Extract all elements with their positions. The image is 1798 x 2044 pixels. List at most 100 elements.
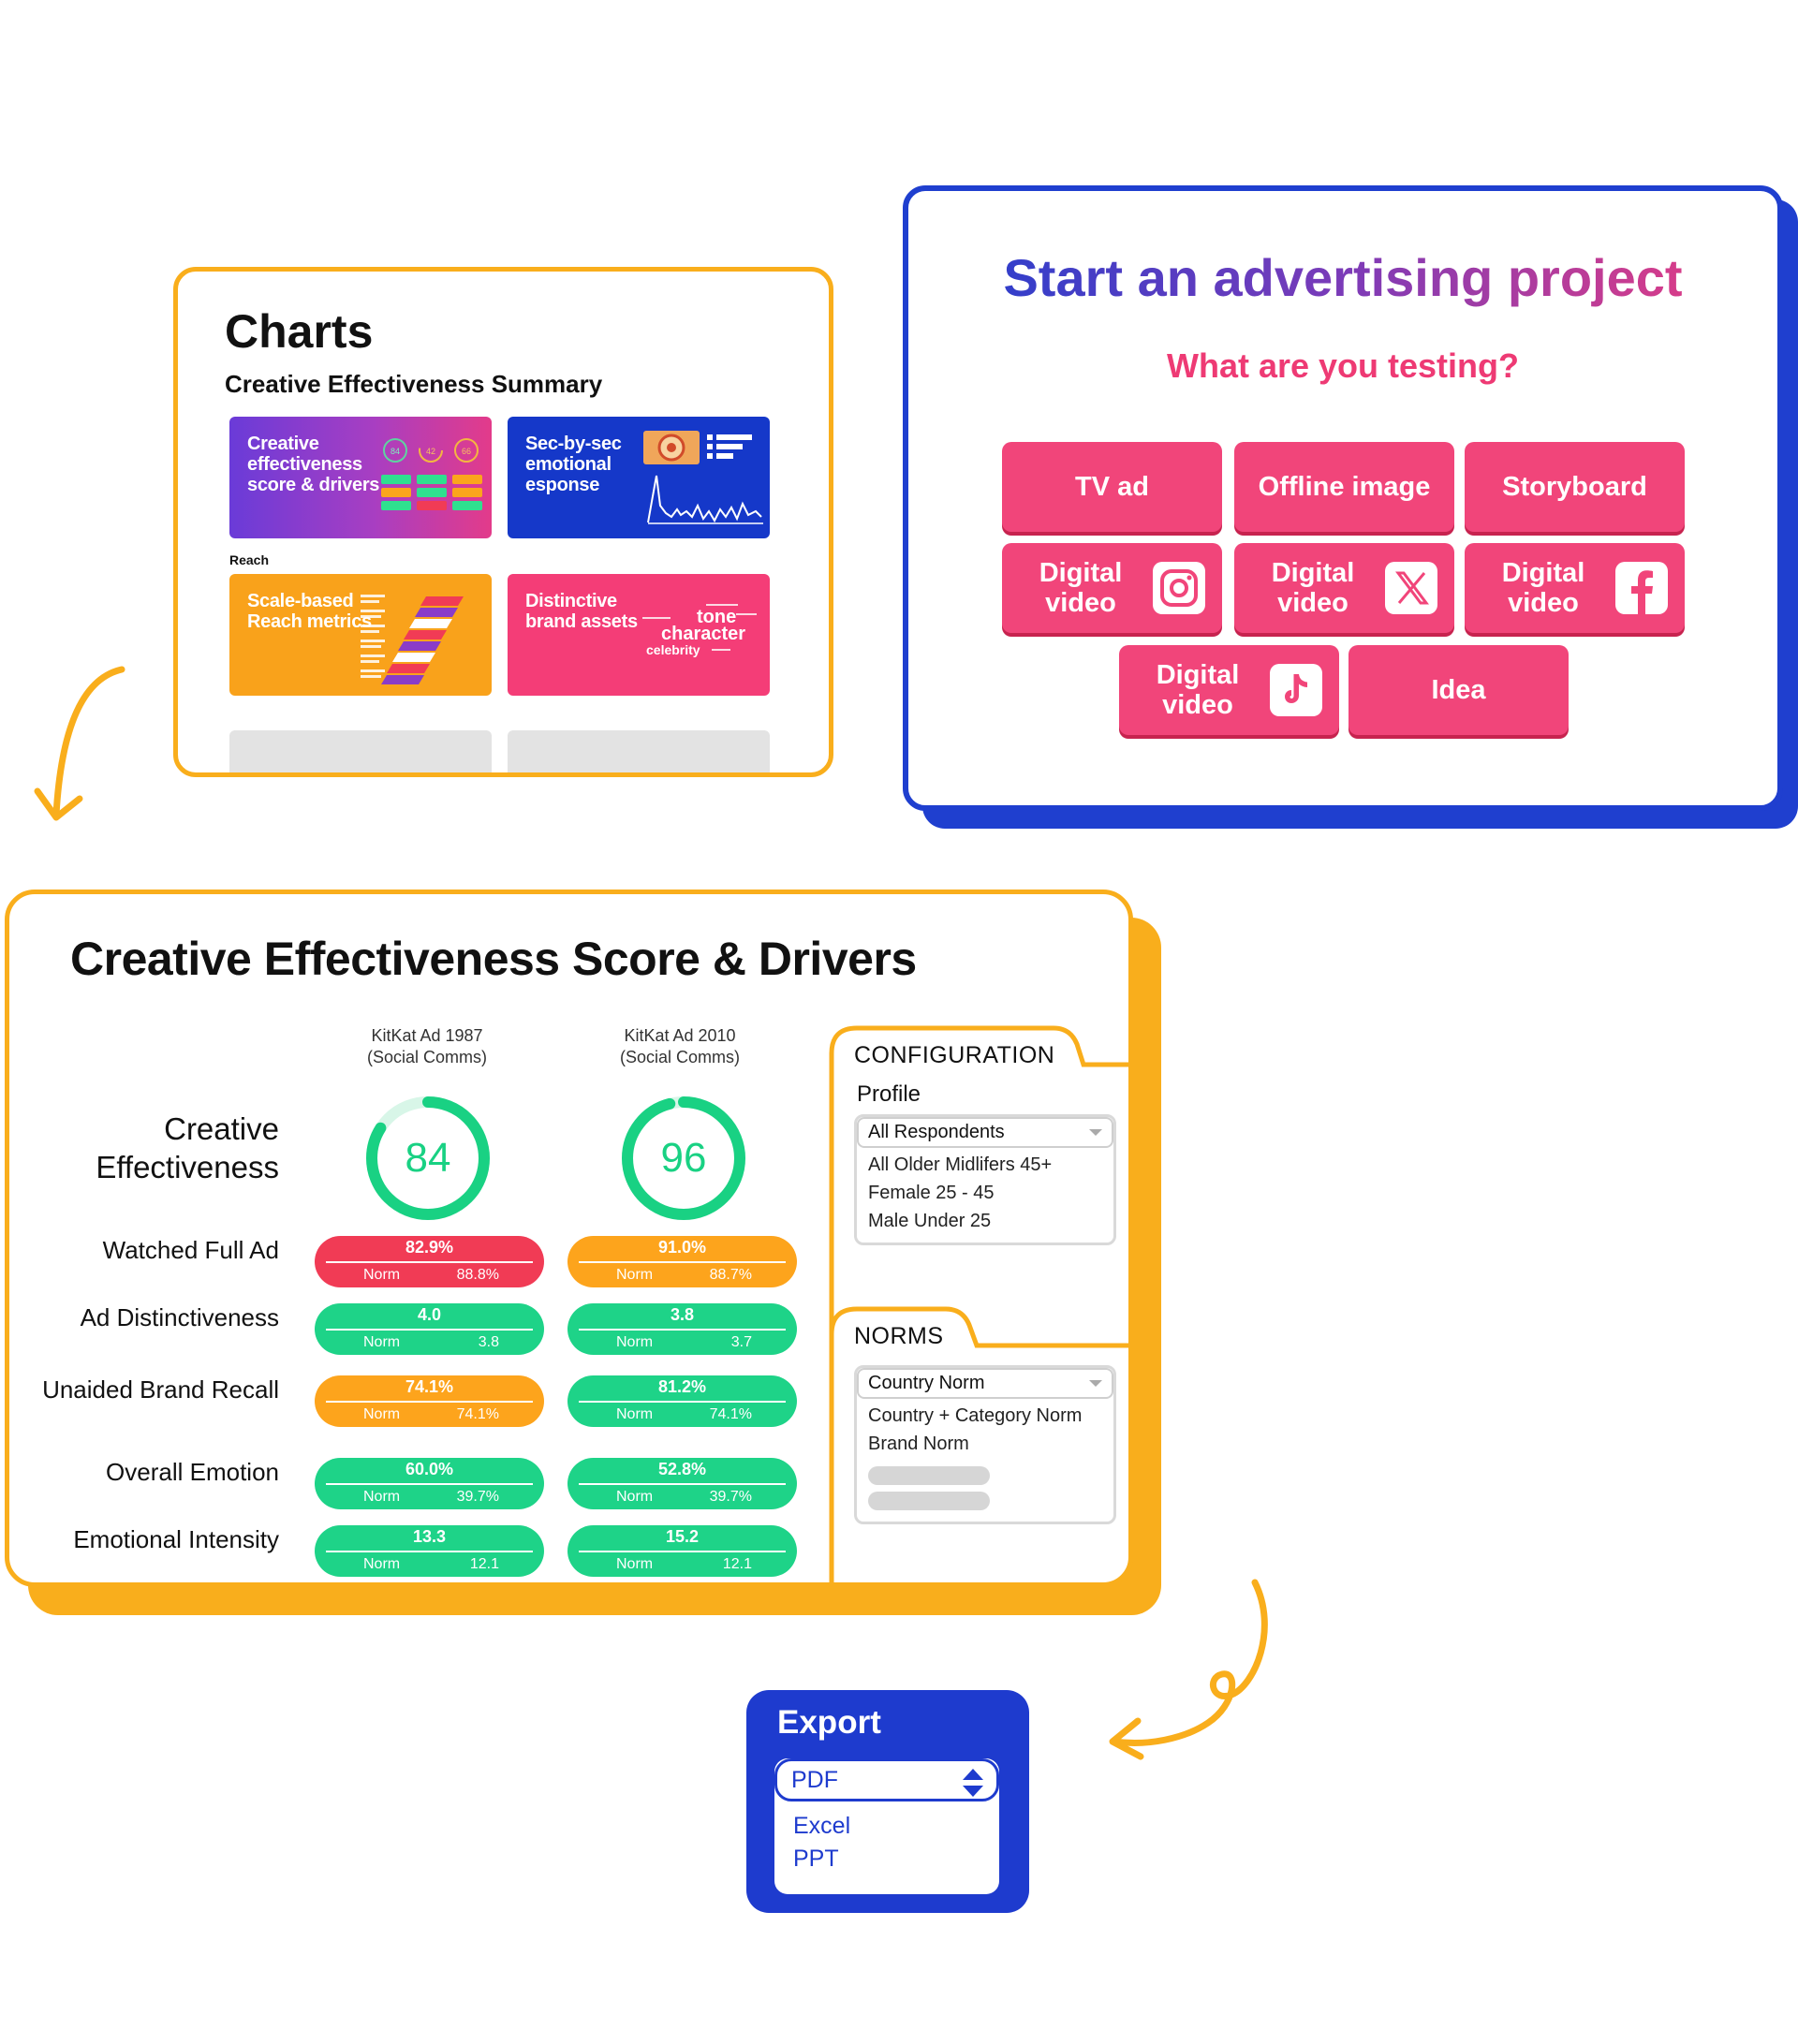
reach-bars-icon (361, 595, 464, 684)
norm-label: Norm (363, 1334, 401, 1350)
tile-scale-based-reach[interactable]: Scale-based Reach metrics (229, 574, 492, 696)
bar-divider (579, 1551, 786, 1552)
digital-video-instagram-button[interactable]: Digital video (1002, 543, 1222, 633)
metric-value: 13.3 (412, 1527, 447, 1546)
button-label: Digital video (1271, 558, 1355, 618)
score-value: 84 (405, 1135, 451, 1181)
norm-value: 88.7% (709, 1267, 752, 1283)
norm-value: 74.1% (456, 1406, 499, 1422)
profile-selected-value: All Respondents (868, 1122, 1005, 1142)
tile-creative-effectiveness[interactable]: Creative effectiveness score & drivers 8… (229, 417, 492, 538)
ring-arc (366, 1096, 490, 1220)
digital-video-facebook-button[interactable]: Digital video (1465, 543, 1685, 633)
scores-title: Creative Effectiveness Score & Drivers (70, 933, 917, 985)
norms-listbox[interactable]: Country Norm Country + Category Norm Bra… (854, 1365, 1116, 1524)
instagram-icon (1153, 562, 1205, 614)
button-label: Digital video (1039, 558, 1123, 618)
digital-video-x-button[interactable]: Digital video (1234, 543, 1454, 633)
export-card: Export PDF Excel PPT (746, 1690, 1029, 1913)
curved-arrow-icon (34, 666, 125, 821)
norm-option[interactable]: Brand Norm (868, 1434, 969, 1454)
profile-option[interactable]: Male Under 25 (868, 1211, 992, 1231)
norm-value: 74.1% (709, 1406, 752, 1422)
tiktok-icon (1270, 664, 1322, 716)
metric-value: 60.0% (405, 1460, 454, 1478)
offline-image-button[interactable]: Offline image (1234, 442, 1454, 532)
button-label: Storyboard (1502, 471, 1647, 502)
bar-divider (326, 1551, 533, 1552)
score-ring-2010: 96 (618, 1093, 749, 1224)
export-option-ppt[interactable]: PPT (793, 1845, 839, 1872)
metric-label: Watched Full Ad (102, 1236, 279, 1264)
digital-video-tiktok-button[interactable]: Digital video (1119, 645, 1339, 735)
sort-arrows-icon (963, 1769, 983, 1797)
tile-label: Sec-by-sec emotional esponse (525, 434, 622, 495)
column-header-1987: KitKat Ad 1987 (Social Comms) (315, 1025, 539, 1068)
norm-selected-value: Country Norm (868, 1373, 985, 1393)
tile-distinctive-brand-assets[interactable]: Distinctive brand assets tone character … (508, 574, 770, 696)
profile-select[interactable]: All Respondents (857, 1117, 1113, 1148)
bar-divider (326, 1261, 533, 1263)
charts-subtitle: Creative Effectiveness Summary (225, 370, 603, 398)
norm-label: Norm (616, 1406, 654, 1422)
profile-option[interactable]: Female 25 - 45 (868, 1183, 995, 1203)
tv-ad-button[interactable]: TV ad (1002, 442, 1222, 532)
configuration-heading: CONFIGURATION (854, 1042, 1055, 1068)
export-format-list[interactable]: PDF Excel PPT (774, 1758, 999, 1894)
tile-a-dot-text: 42 (426, 447, 435, 456)
export-selected-value: PDF (791, 1767, 838, 1793)
norm-option[interactable]: Country + Category Norm (868, 1405, 1083, 1426)
curved-arrow-icon (1109, 1579, 1268, 1760)
metric-value: 4.0 (417, 1305, 442, 1324)
metric-value: 74.1% (405, 1377, 454, 1396)
tile-label: Distinctive brand assets (525, 591, 638, 632)
profile-option[interactable]: All Older Midlifers 45+ (868, 1154, 1053, 1175)
score-ring-1987: 84 (362, 1093, 494, 1224)
norm-select[interactable]: Country Norm (857, 1368, 1113, 1399)
tile-a-dot-text: 84 (391, 447, 400, 456)
norm-value: 88.8% (456, 1267, 499, 1283)
config-tab-outline (829, 1025, 1128, 1582)
x-icon (1385, 562, 1437, 614)
export-option-excel[interactable]: Excel (793, 1813, 851, 1839)
metric-value: 82.9% (405, 1238, 454, 1257)
project-title: Start an advertising project (908, 247, 1777, 308)
norm-value: 3.8 (478, 1334, 499, 1350)
placeholder-option (868, 1466, 990, 1485)
button-label: Idea (1431, 674, 1486, 705)
profile-label: Profile (857, 1081, 921, 1107)
column-sub: (Social Comms) (366, 1048, 487, 1066)
column-sub: (Social Comms) (619, 1048, 740, 1066)
creative-effectiveness-label: Creative Effectiveness (96, 1111, 279, 1184)
placeholder-option (868, 1492, 990, 1510)
charts-card: Charts Creative Effectiveness Summary Cr… (173, 267, 833, 777)
export-format-select[interactable]: PDF (774, 1758, 999, 1801)
mini-score-chart-icon: 84 42 66 (381, 438, 482, 510)
metric-value: 15.2 (665, 1527, 700, 1546)
cloud-word: tone (697, 607, 736, 627)
idea-button[interactable]: Idea (1348, 645, 1569, 735)
norm-label: Norm (616, 1489, 654, 1505)
placeholder-tile (508, 730, 770, 772)
profile-listbox[interactable]: All Respondents All Older Midlifers 45+ … (854, 1114, 1116, 1245)
bar-divider (326, 1483, 533, 1485)
chevron-down-icon (1089, 1129, 1102, 1136)
tile-sec-by-sec-emotional[interactable]: Sec-by-sec emotional esponse (508, 417, 770, 538)
reach-label: Reach (229, 552, 270, 567)
placeholder-tile (229, 730, 492, 772)
norm-value: 12.1 (722, 1556, 752, 1572)
column-name: KitKat Ad 2010 (624, 1026, 736, 1045)
ring-svg (366, 1096, 490, 1220)
scores-card: Creative Effectiveness Score & Drivers K… (5, 890, 1133, 1587)
score-value: 96 (660, 1135, 707, 1181)
storyboard-button[interactable]: Storyboard (1465, 442, 1685, 532)
